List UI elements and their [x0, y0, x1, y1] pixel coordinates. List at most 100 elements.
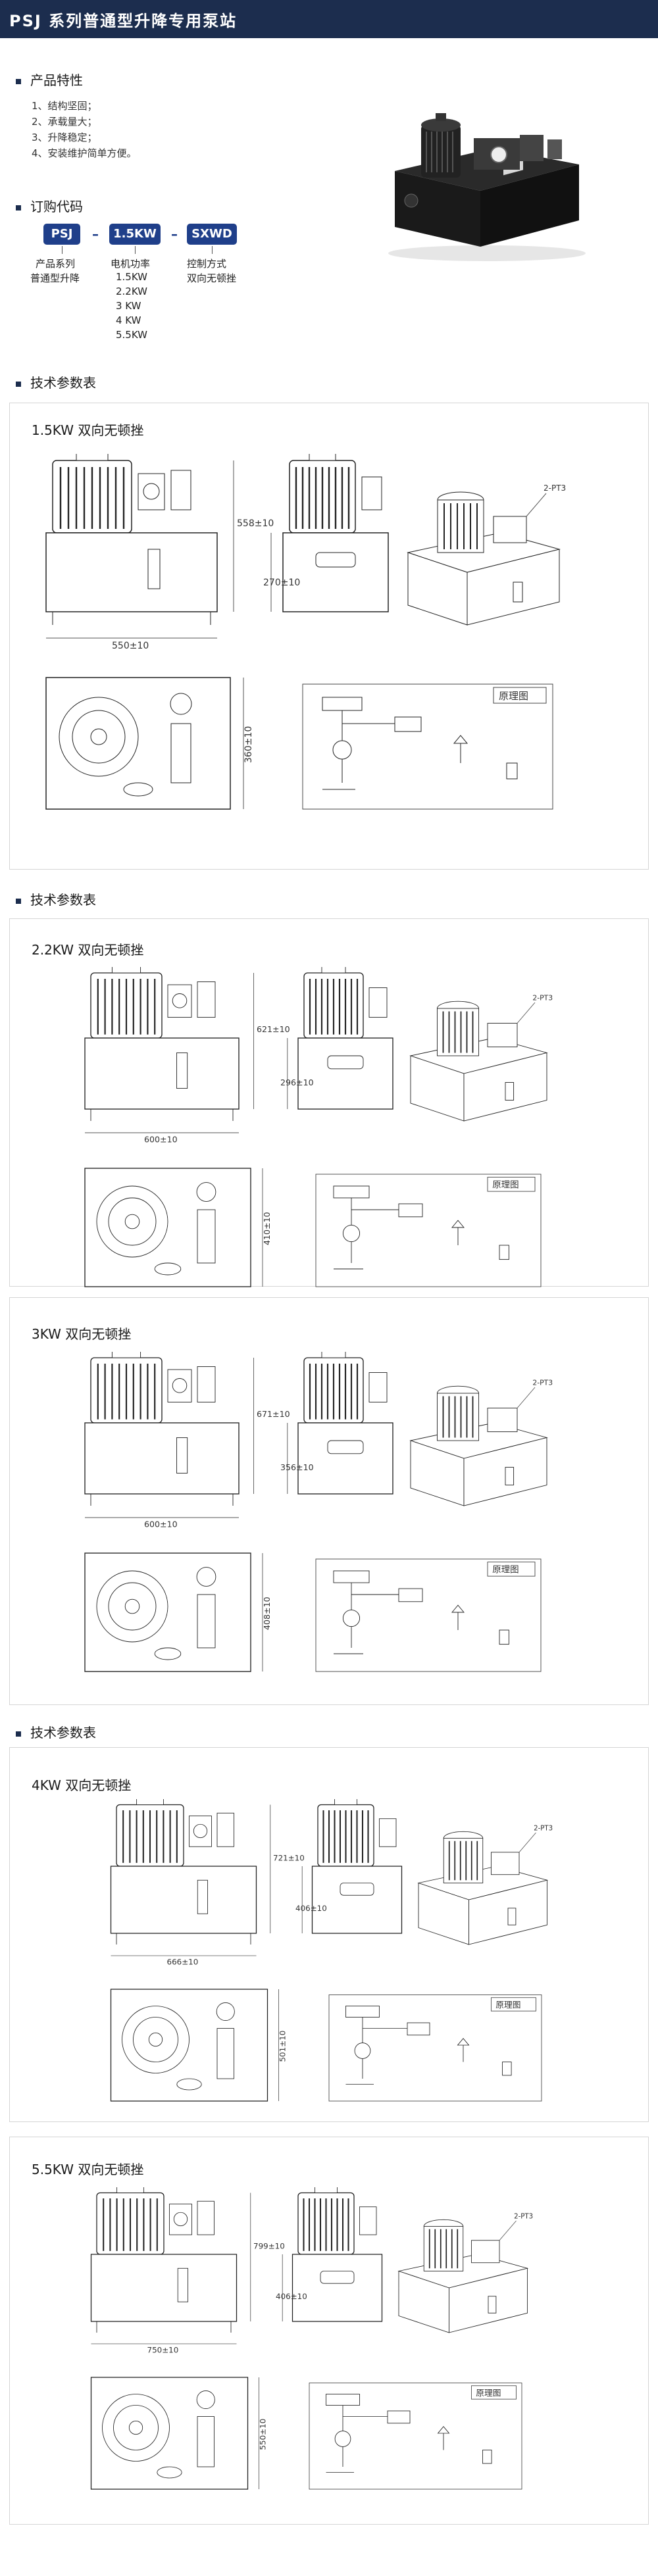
code-dash: – — [171, 226, 178, 242]
isometric-view: 2-PT3/8 — [409, 993, 553, 1122]
feature-item: 2、承载量大； — [32, 116, 97, 128]
panel-title: 1.5KW 双向无顿挫 — [32, 422, 144, 438]
hydraulic-schematic: 原理图 — [302, 683, 553, 810]
dimension-depth: 356±10 — [280, 1462, 314, 1472]
side-view: 296±10 — [280, 967, 393, 1110]
features-heading: 产品特性 — [16, 70, 83, 89]
product-photo — [382, 99, 592, 267]
code-control: SXWD — [187, 224, 237, 245]
code-desc: 双向无顿挫 — [187, 272, 237, 284]
plan-view: 550±10 — [90, 2377, 268, 2490]
dimension-height: 721±10 — [273, 1854, 305, 1863]
order-code-heading: 订购代码 — [16, 196, 83, 215]
technical-drawing: 600±10 621±10 296±10 2-PT3/8 410±10 原理图 — [79, 967, 553, 1322]
bullet-icon — [16, 78, 21, 84]
code-desc: 2.2KW — [116, 285, 147, 297]
plan-view: 410±10 — [84, 1168, 272, 1287]
panel-title: 5.5KW 双向无顿挫 — [32, 2162, 144, 2177]
page-header: PSJ 系列普通型升降专用泵站 — [0, 0, 658, 38]
port-label: 2-PT3/8 — [534, 1825, 553, 1833]
code-tick — [135, 246, 136, 254]
hydraulic-schematic: 原理图 — [315, 1558, 542, 1672]
hydraulic-schematic: 原理图 — [309, 2383, 522, 2490]
isometric-view: 2-PT3/8 — [409, 1378, 553, 1506]
code-desc: 控制方式 — [187, 258, 227, 270]
isometric-view: 2-PT3/8 — [417, 1825, 553, 1945]
port-label: 2-PT3/8 — [532, 993, 553, 1002]
side-view: 406±10 — [276, 2187, 383, 2322]
plan-view: 408±10 — [84, 1552, 272, 1672]
schematic-label: 原理图 — [495, 2000, 520, 2010]
technical-drawing: 550±10 558±10 270±10 2-PT3/8 360±10 原理图 — [39, 454, 566, 849]
front-view: 600±10 621±10 — [84, 967, 290, 1144]
spec-heading-text: 技术参数表 — [30, 1725, 96, 1741]
panel-title: 3KW 双向无顿挫 — [32, 1326, 132, 1342]
plan-view: 501±10 — [110, 1989, 288, 2102]
hydraulic-schematic: 原理图 — [315, 1174, 542, 1287]
dimension-height: 621±10 — [257, 1024, 290, 1034]
schematic-label: 原理图 — [492, 1565, 519, 1575]
code-power: 1.5KW — [109, 224, 161, 245]
dimension-height: 671±10 — [257, 1409, 290, 1419]
port-label: 2-PT3/4 — [514, 2214, 533, 2221]
code-desc: 3 KW — [116, 300, 141, 312]
side-view: 356±10 — [280, 1352, 393, 1495]
dimension-depth: 406±10 — [276, 2292, 307, 2301]
code-desc: 1.5KW — [116, 271, 147, 283]
page-title: PSJ 系列普通型升降专用泵站 — [9, 12, 238, 30]
code-dash: – — [92, 226, 99, 242]
code-tick — [62, 246, 63, 254]
spec-heading-text: 技术参数表 — [30, 375, 96, 391]
hydraulic-schematic: 原理图 — [328, 1994, 542, 2102]
spec-heading-text: 技术参数表 — [30, 892, 96, 908]
front-view: 550±10 558±10 — [45, 454, 274, 651]
dimension-depth: 270±10 — [263, 578, 300, 588]
dimension-height: 558±10 — [237, 518, 274, 529]
schematic-label: 原理图 — [476, 2389, 501, 2398]
spec-heading: 技术参数表 — [16, 889, 96, 908]
code-desc: 普通型升降 — [30, 272, 80, 284]
schematic-label: 原理图 — [499, 690, 528, 702]
port-label: 2-PT3/8 — [544, 483, 566, 493]
side-view: 406±10 — [295, 1799, 403, 1934]
dimension-plan: 408±10 — [262, 1597, 272, 1630]
isometric-view: 2-PT3/8 — [407, 483, 566, 626]
dimension-width: 600±10 — [144, 1134, 178, 1144]
bullet-icon — [16, 1731, 21, 1737]
port-label: 2-PT3/8 — [532, 1378, 553, 1387]
spec-heading: 技术参数表 — [16, 372, 96, 391]
technical-drawing: 750±10 799±10 406±10 2-PT3/4 550±10 原理图 — [86, 2187, 533, 2523]
bullet-icon — [16, 205, 21, 211]
dimension-height: 799±10 — [253, 2242, 285, 2251]
dimension-depth: 296±10 — [280, 1077, 314, 1087]
code-desc: 产品系列 — [36, 258, 76, 270]
spec-heading: 技术参数表 — [16, 1722, 96, 1741]
dimension-plan: 410±10 — [262, 1212, 272, 1245]
plan-view: 360±10 — [45, 677, 254, 810]
isometric-view: 2-PT3/4 — [397, 2214, 533, 2333]
code-desc: 5.5KW — [116, 329, 147, 341]
side-view: 270±10 — [263, 454, 389, 612]
front-view: 750±10 799±10 — [90, 2187, 285, 2355]
code-series: PSJ — [43, 224, 80, 245]
feature-item: 4、安装维护简单方便。 — [32, 147, 137, 159]
bullet-icon — [16, 898, 21, 904]
dimension-width: 550±10 — [112, 641, 149, 651]
dimension-plan: 360±10 — [243, 726, 254, 763]
dimension-width: 750±10 — [147, 2346, 179, 2355]
panel-title: 4KW 双向无顿挫 — [32, 1777, 132, 1793]
code-desc: 电机功率 — [111, 258, 151, 270]
dimension-plan: 501±10 — [278, 2031, 288, 2062]
dimension-plan: 550±10 — [259, 2419, 268, 2450]
code-tick — [212, 246, 213, 254]
bullet-icon — [16, 381, 21, 387]
panel-title: 2.2KW 双向无顿挫 — [32, 942, 144, 958]
dimension-depth: 406±10 — [295, 1904, 327, 1913]
code-desc: 4 KW — [116, 314, 141, 326]
feature-item: 1、结构坚固； — [32, 100, 97, 112]
features-heading-text: 产品特性 — [30, 72, 83, 88]
